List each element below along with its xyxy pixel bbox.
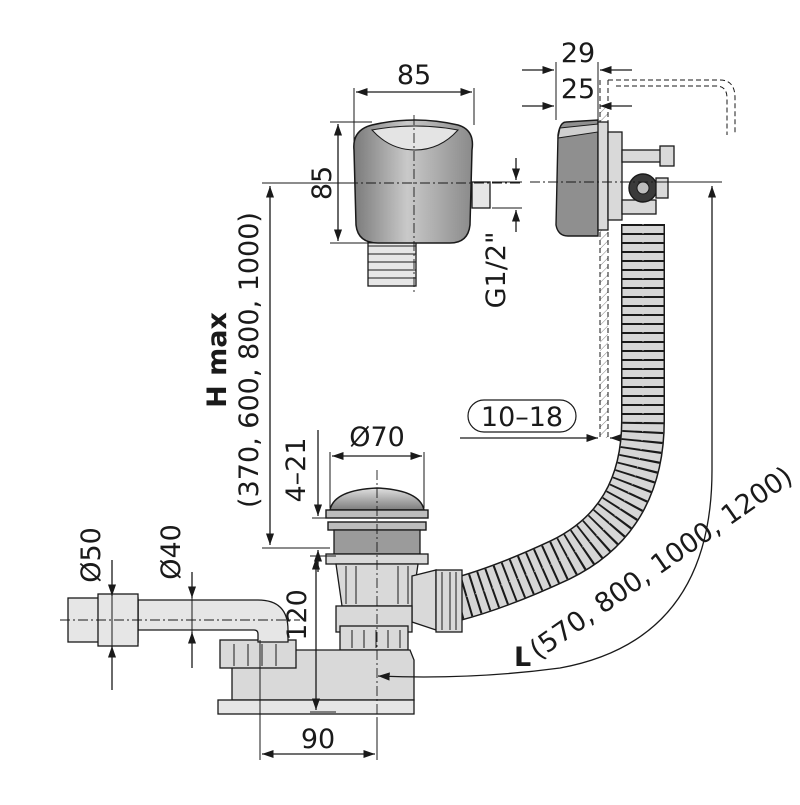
- outlet-elbow: [137, 599, 289, 643]
- overflow-side-nipple: [471, 181, 491, 209]
- drain-adjust-label: 4–21: [281, 437, 312, 502]
- drain-diameter-label: Ø70: [349, 422, 405, 453]
- dim-depth: 29 25: [522, 38, 632, 120]
- overflow-width-label: 85: [397, 60, 431, 91]
- thread-label: G1/2": [481, 232, 512, 309]
- wall-thickness-label: 10–18: [481, 402, 563, 433]
- outlet-nut: [219, 639, 297, 669]
- dim-trap-height: 120: [282, 555, 336, 713]
- dim-outlet: Ø50 Ø40: [76, 524, 197, 690]
- hose-connector: [435, 569, 463, 633]
- dim-height: H max (370, 600, 800, 1000): [202, 182, 352, 549]
- trap-height-label: 120: [282, 589, 313, 641]
- dim-overflow-width: 85: [353, 60, 475, 150]
- outlet-inner-label: Ø40: [156, 524, 187, 580]
- depth-total-label: 29: [561, 38, 595, 69]
- overflow-highlight: [371, 125, 459, 151]
- dim-trap-offset: 90: [259, 640, 378, 760]
- height-values: (370, 600, 800, 1000): [234, 212, 265, 508]
- depth-inner-label: 25: [561, 74, 595, 105]
- dim-drain-adjust: 4–21: [281, 430, 330, 572]
- trap-nut: [339, 625, 409, 651]
- trap-offset-label: 90: [301, 724, 335, 755]
- outlet-outer-label: Ø50: [76, 527, 107, 583]
- dim-thread: G1/2": [481, 158, 522, 308]
- length-title: L: [514, 642, 531, 673]
- height-title: H max: [202, 312, 233, 408]
